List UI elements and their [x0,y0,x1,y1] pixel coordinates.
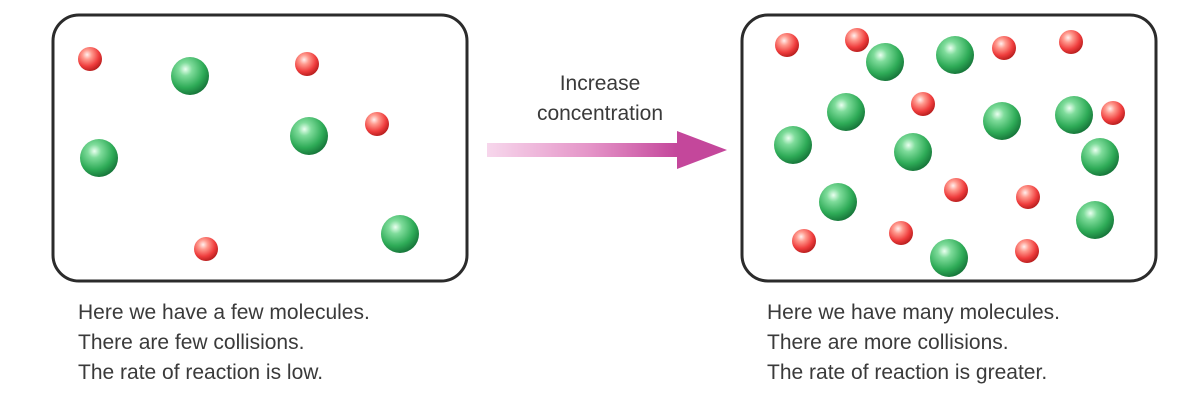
arrow-label-line-2: concentration [536,102,664,125]
small-molecule [1101,101,1125,125]
right-molecules [774,28,1125,277]
large-molecule [819,183,857,221]
large-molecule [930,239,968,277]
large-molecule [894,133,932,171]
left-molecules [78,47,419,261]
small-molecule [775,33,799,57]
left-caption-line: Here we have a few molecules. [78,301,370,324]
left-caption-line: There are few collisions. [78,331,305,354]
large-molecule [290,117,328,155]
large-molecule [171,57,209,95]
large-molecule [80,139,118,177]
right-caption: Here we have many molecules. There are m… [767,298,1060,388]
large-molecule [827,93,865,131]
small-molecule [1059,30,1083,54]
small-molecule [1015,239,1039,263]
small-molecule [78,47,102,71]
large-molecule [1081,138,1119,176]
small-molecule [944,178,968,202]
small-molecule [845,28,869,52]
small-molecule [992,36,1016,60]
right-caption-line: The rate of reaction is greater. [767,361,1048,384]
right-caption-line: Here we have many molecules. [767,301,1060,324]
left-caption: Here we have a few molecules. There are … [78,298,370,388]
large-molecule [983,102,1021,140]
large-molecule [1076,201,1114,239]
large-molecule [774,126,812,164]
large-molecule [1055,96,1093,134]
small-molecule [1016,185,1040,209]
increase-arrow-icon [487,131,727,169]
small-molecule [889,221,913,245]
right-caption-line: There are more collisions. [767,331,1009,354]
small-molecule [194,237,218,261]
arrow-label-line-1: Increase [559,72,641,95]
left-caption-line: The rate of reaction is low. [78,361,324,384]
small-molecule [365,112,389,136]
small-molecule [295,52,319,76]
large-molecule [866,43,904,81]
small-molecule [792,229,816,253]
low-concentration-box [51,13,469,283]
small-molecule [911,92,935,116]
large-molecule [936,36,974,74]
large-molecule [381,215,419,253]
